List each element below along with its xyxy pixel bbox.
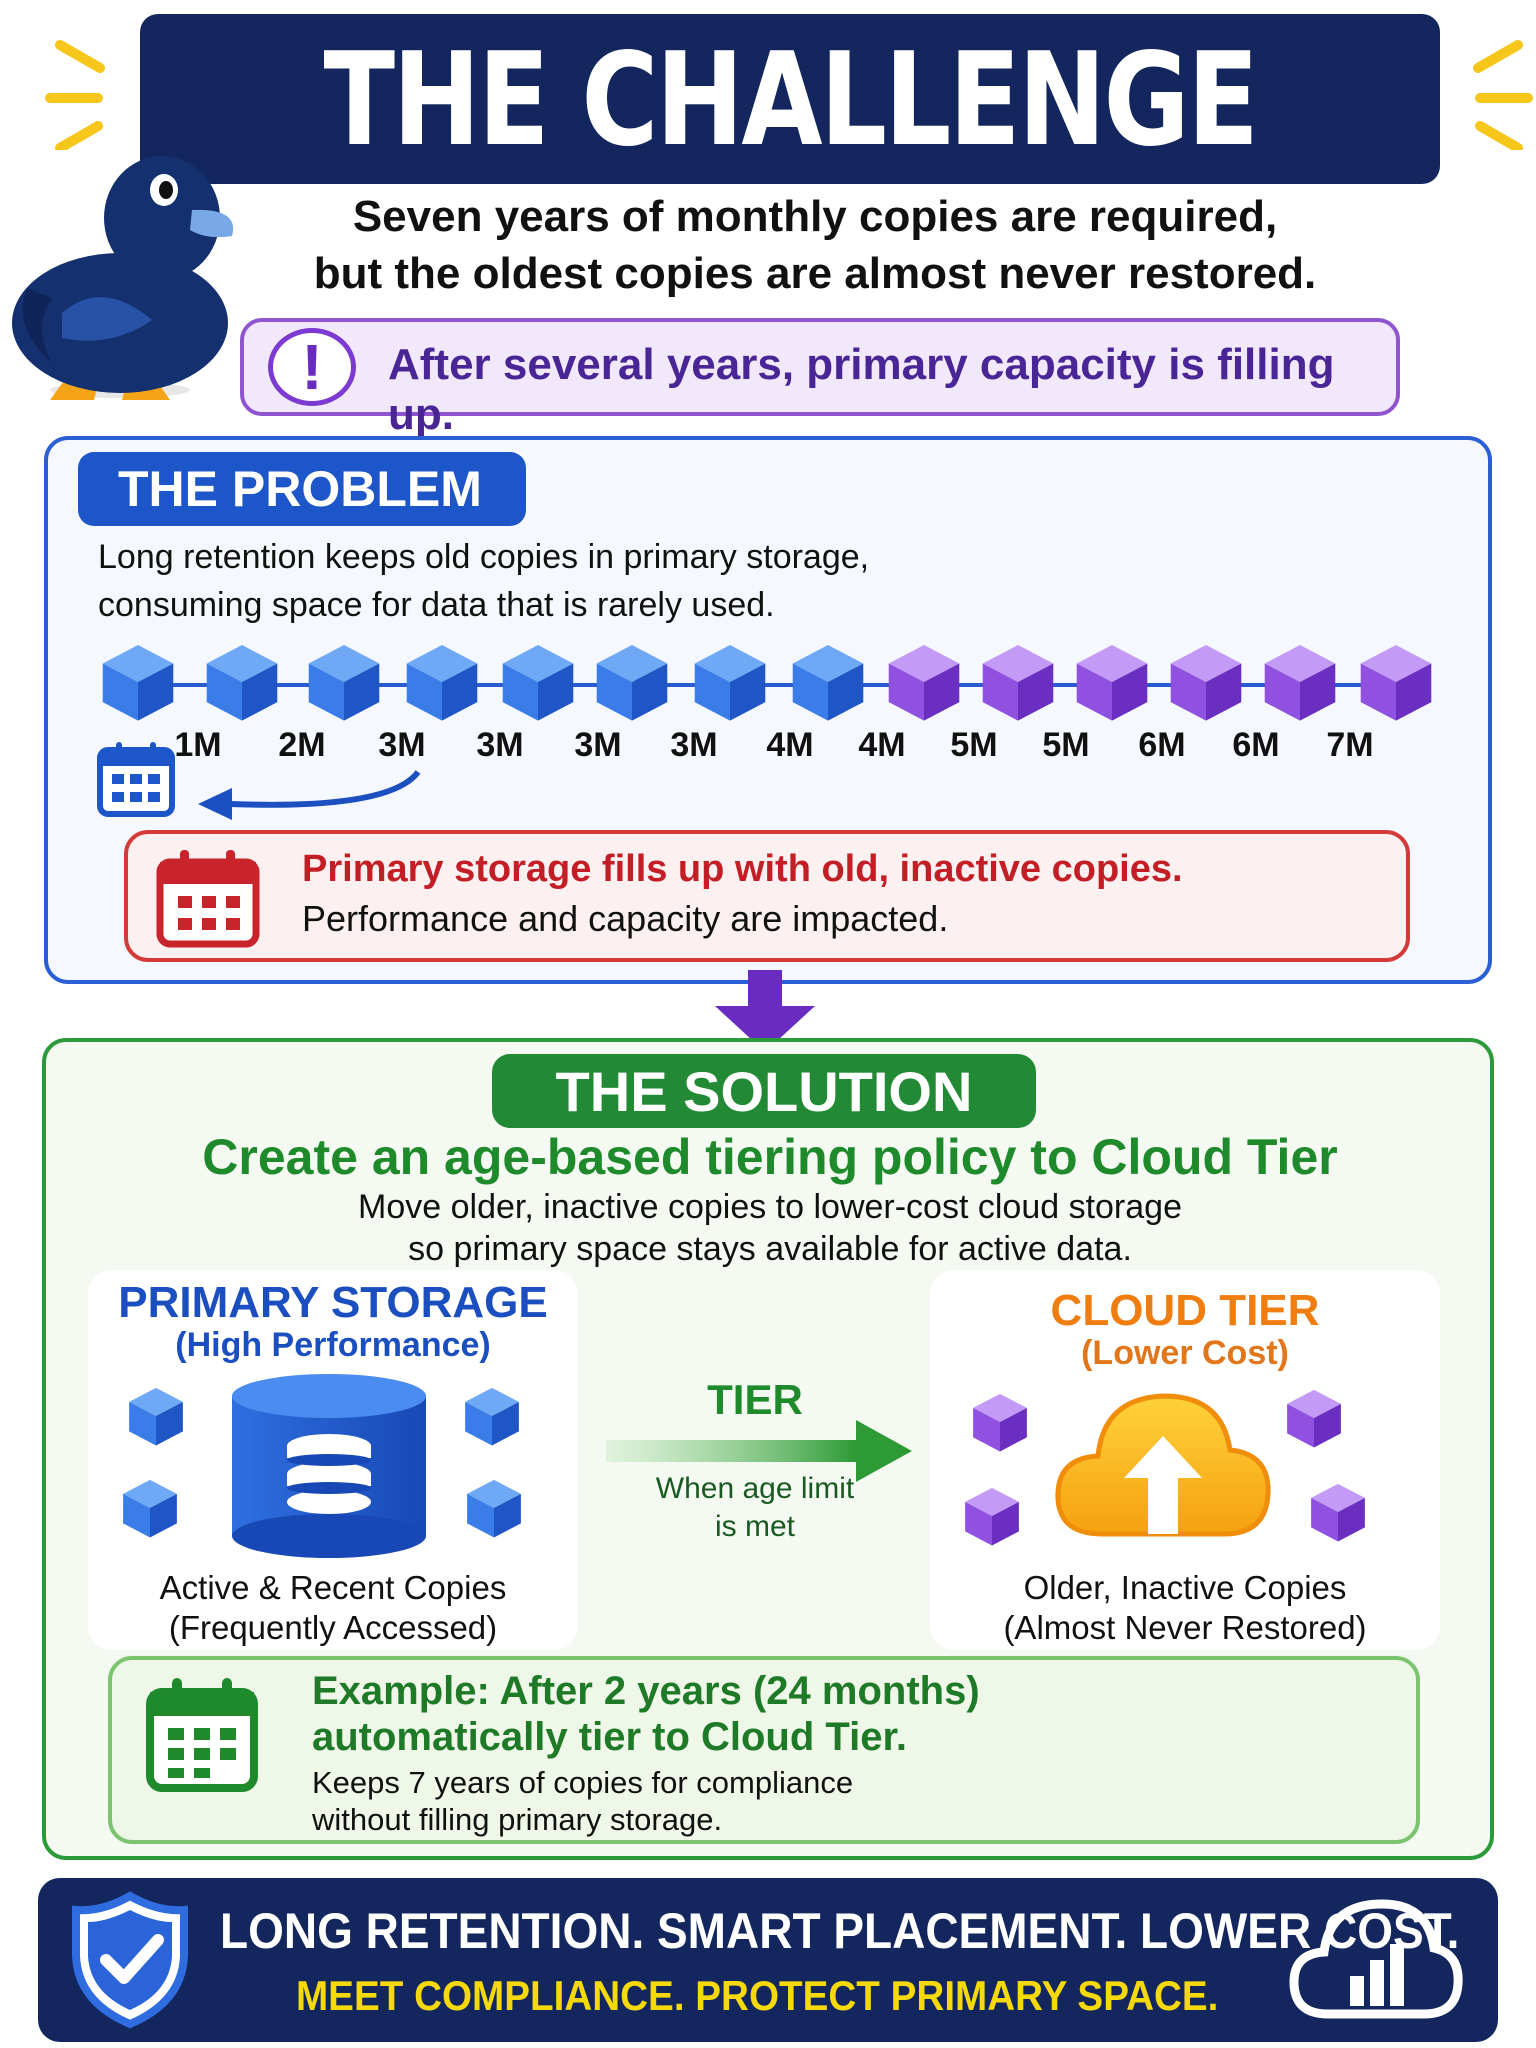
cube-icon xyxy=(124,1384,188,1453)
cloud-chart-icon xyxy=(1289,1899,1463,2019)
page-title: THE CHALLENGE xyxy=(323,25,1259,175)
accent-rays-left xyxy=(45,40,105,150)
timeline-label: 3M xyxy=(574,726,622,764)
example-sub-line-1: Keeps 7 years of copies for compliance xyxy=(312,1765,854,1800)
cube-icon xyxy=(1306,1480,1370,1549)
timeline-cube-icon xyxy=(496,640,580,729)
example-box xyxy=(108,1656,1420,1844)
timeline-label: 7M xyxy=(1326,726,1374,764)
cloud-caption-line-1: Older, Inactive Copies xyxy=(1023,1569,1347,1606)
timeline-cube-icon xyxy=(688,640,772,729)
back-arrow-icon xyxy=(198,770,421,820)
example-title: Example: After 2 years (24 months) autom… xyxy=(312,1668,1392,1760)
calendar-warning-icon xyxy=(156,850,260,948)
cube-icon xyxy=(960,1484,1024,1553)
tier-subtitle: When age limit is met xyxy=(620,1470,890,1546)
timeline-label: 2M xyxy=(278,726,326,764)
calendar-icon xyxy=(97,742,175,817)
cloud-caption: Older, Inactive Copies (Almost Never Res… xyxy=(930,1568,1440,1648)
cube-icon xyxy=(118,1476,182,1545)
warning-title: Primary storage fills up with old, inact… xyxy=(302,848,1183,890)
primary-caption: Active & Recent Copies (Frequently Acces… xyxy=(88,1568,578,1648)
timeline-label: 5M xyxy=(950,726,998,764)
solution-subtitle: Move older, inactive copies to lower-cos… xyxy=(120,1186,1420,1270)
timeline-label: 3M xyxy=(476,726,524,764)
tier-sub-line-1: When age limit xyxy=(655,1472,855,1505)
footer-line-2: MEET COMPLIANCE. PROTECT PRIMARY SPACE. xyxy=(296,1972,1219,2019)
subtitle-line-1: Seven years of monthly copies are requir… xyxy=(352,192,1278,241)
cloud-caption-line-2: (Almost Never Restored) xyxy=(1003,1609,1367,1646)
tier-sub-line-2: is met xyxy=(714,1510,795,1543)
subtitle-line-2: but the oldest copies are almost never r… xyxy=(313,249,1317,298)
duck-mascot xyxy=(12,156,234,400)
example-sub-line-2: without filling primary storage. xyxy=(312,1802,723,1837)
timeline-cube-icon xyxy=(786,640,870,729)
primary-caption-line-1: Active & Recent Copies xyxy=(159,1569,507,1606)
timeline-line xyxy=(130,683,1430,687)
timeline-cube-icon xyxy=(976,640,1060,729)
primary-caption-line-2: (Frequently Accessed) xyxy=(168,1609,498,1646)
solution-sub-line-1: Move older, inactive copies to lower-cos… xyxy=(358,1188,1182,1226)
footer-banner xyxy=(38,1878,1498,2042)
solution-label: THE SOLUTION xyxy=(492,1054,1036,1128)
example-title-line-2: automatically tier to Cloud Tier. xyxy=(312,1715,907,1759)
database-icon xyxy=(232,1374,426,1558)
primary-storage-title: PRIMARY STORAGE xyxy=(118,1278,548,1327)
warning-subtitle: Performance and capacity are impacted. xyxy=(302,898,949,939)
cloud-tier-title: CLOUD TIER xyxy=(1050,1286,1320,1335)
timeline-label: 4M xyxy=(858,726,906,764)
timeline-cube-icon xyxy=(1164,640,1248,729)
calendar-example-icon xyxy=(146,1678,258,1792)
title-banner xyxy=(140,14,1440,184)
timeline-label: 5M xyxy=(1042,726,1090,764)
timeline-cube-icon xyxy=(200,640,284,729)
timeline-cube-icon xyxy=(1354,640,1438,729)
cube-icon xyxy=(460,1384,524,1453)
footer-line-1: LONG RETENTION. SMART PLACEMENT. LOWER C… xyxy=(220,1903,1460,1959)
tier-label: TIER xyxy=(707,1376,803,1423)
timeline-cube-icon xyxy=(1258,640,1342,729)
example-title-line-1: Example: After 2 years (24 months) xyxy=(312,1669,980,1713)
problem-label: THE PROBLEM xyxy=(78,452,526,526)
cloud-tier-subtitle: (Lower Cost) xyxy=(1081,1334,1289,1372)
accent-rays-right xyxy=(1473,40,1533,150)
shield-check-icon xyxy=(72,1891,188,2029)
cube-icon xyxy=(968,1390,1032,1459)
timeline-label: 3M xyxy=(670,726,718,764)
timeline-label: 3M xyxy=(378,726,426,764)
subtitle: Seven years of monthly copies are requir… xyxy=(260,188,1370,302)
primary-storage-subtitle: (High Performance) xyxy=(175,1326,491,1364)
problem-desc-line-1: Long retention keeps old copies in prima… xyxy=(98,538,870,576)
timeline-cube-icon xyxy=(96,640,180,729)
timeline-cube-icon xyxy=(882,640,966,729)
timeline-label: 6M xyxy=(1138,726,1186,764)
solution-sub-line-2: so primary space stays available for act… xyxy=(408,1230,1132,1268)
solution-headline: Create an age-based tiering policy to Cl… xyxy=(202,1129,1338,1185)
timeline-label: 4M xyxy=(766,726,814,764)
cube-icon xyxy=(1282,1386,1346,1455)
cube-icon xyxy=(462,1476,526,1545)
timeline-cube-icon xyxy=(302,640,386,729)
arrow-right-icon xyxy=(606,1420,912,1482)
timeline-cube-icon xyxy=(590,640,674,729)
example-subtitle: Keeps 7 years of copies for compliance w… xyxy=(312,1764,1392,1838)
timeline-label: 1M xyxy=(174,726,222,764)
problem-desc-line-2: consuming space for data that is rarely … xyxy=(98,586,775,624)
capacity-alert xyxy=(240,318,1400,416)
timeline-cube-icon xyxy=(400,640,484,729)
problem-description: Long retention keeps old copies in prima… xyxy=(98,533,998,629)
timeline-label: 6M xyxy=(1232,726,1280,764)
exclamation-icon: ! xyxy=(268,328,356,406)
cloud-upload-icon xyxy=(1055,1393,1271,1537)
down-arrow-icon xyxy=(715,970,815,1052)
timeline-cube-icon xyxy=(1070,640,1154,729)
warning-box xyxy=(124,830,1410,962)
alert-text: After several years, primary capacity is… xyxy=(388,340,1335,439)
